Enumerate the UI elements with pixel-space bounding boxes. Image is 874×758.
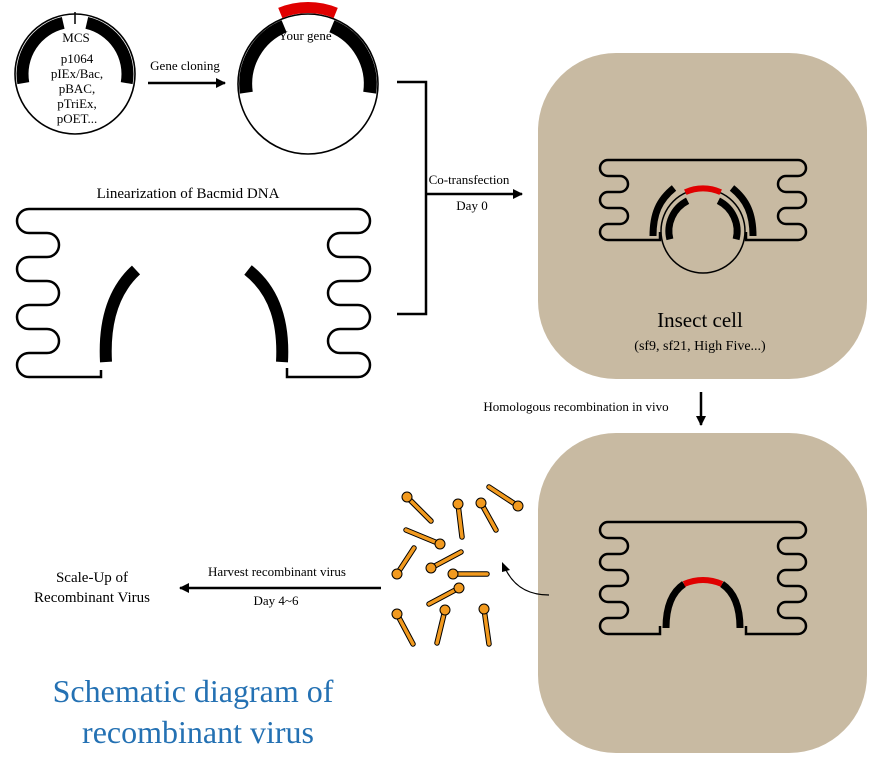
vector-name-3: pBAC, [59,81,95,96]
caption-line-1: Schematic diagram of [53,673,334,709]
scaleup-line-2: Recombinant Virus [34,590,150,606]
homologous-label: Homologous recombination in vivo [483,399,668,414]
insect-cell-label: Insect cell [657,308,743,332]
virus-particle [447,568,490,580]
virus-particle [391,545,417,580]
scaleup-line-1: Scale-Up of [56,570,128,586]
gene-cloning-label: Gene cloning [150,58,220,73]
vector-name-5: pOET... [57,111,98,126]
virus-particle [434,604,451,646]
your-gene-label: Your gene [278,28,331,43]
cotransfection-label: Co-transfection [429,172,510,187]
virus-particle [425,549,464,574]
release-arrow-head [502,562,510,572]
donor-vector-plasmid: MCS p1064 pIEx/Bac, pBAC, pTriEx, pOET..… [14,12,136,135]
virus-particle [478,603,492,647]
virus-particle [452,498,465,540]
day0-label: Day 0 [456,198,487,213]
release-arrow [505,569,550,596]
virus-particle [391,608,416,647]
virus-particle [475,497,499,533]
vector-name-2: pIEx/Bac, [51,66,103,81]
day46-label: Day 4~6 [254,593,299,608]
virus-particle [486,484,524,512]
harvest-label: Harvest recombinant virus [208,564,346,579]
linearized-bacmid [15,207,372,379]
insect-cell-bottom [538,433,867,753]
caption-line-2: recombinant virus [82,714,314,750]
virus-particle [401,491,434,524]
virus-particle [403,527,446,550]
virus-particles [391,484,524,647]
recombinant-plasmid: Your gene [237,2,379,155]
your-gene-insert [278,2,338,19]
cotransfection-bracket [397,80,428,316]
virus-particle [426,582,465,607]
vector-name-4: pTriEx, [57,96,97,111]
vector-name-1: p1064 [61,51,94,66]
linearization-label: Linearization of Bacmid DNA [97,186,280,202]
insect-cell-top: Insect cell (sf9, sf21, High Five...) [538,53,867,379]
mcs-label: MCS [62,30,89,45]
insect-cell-types: (sf9, sf21, High Five...) [634,339,766,354]
